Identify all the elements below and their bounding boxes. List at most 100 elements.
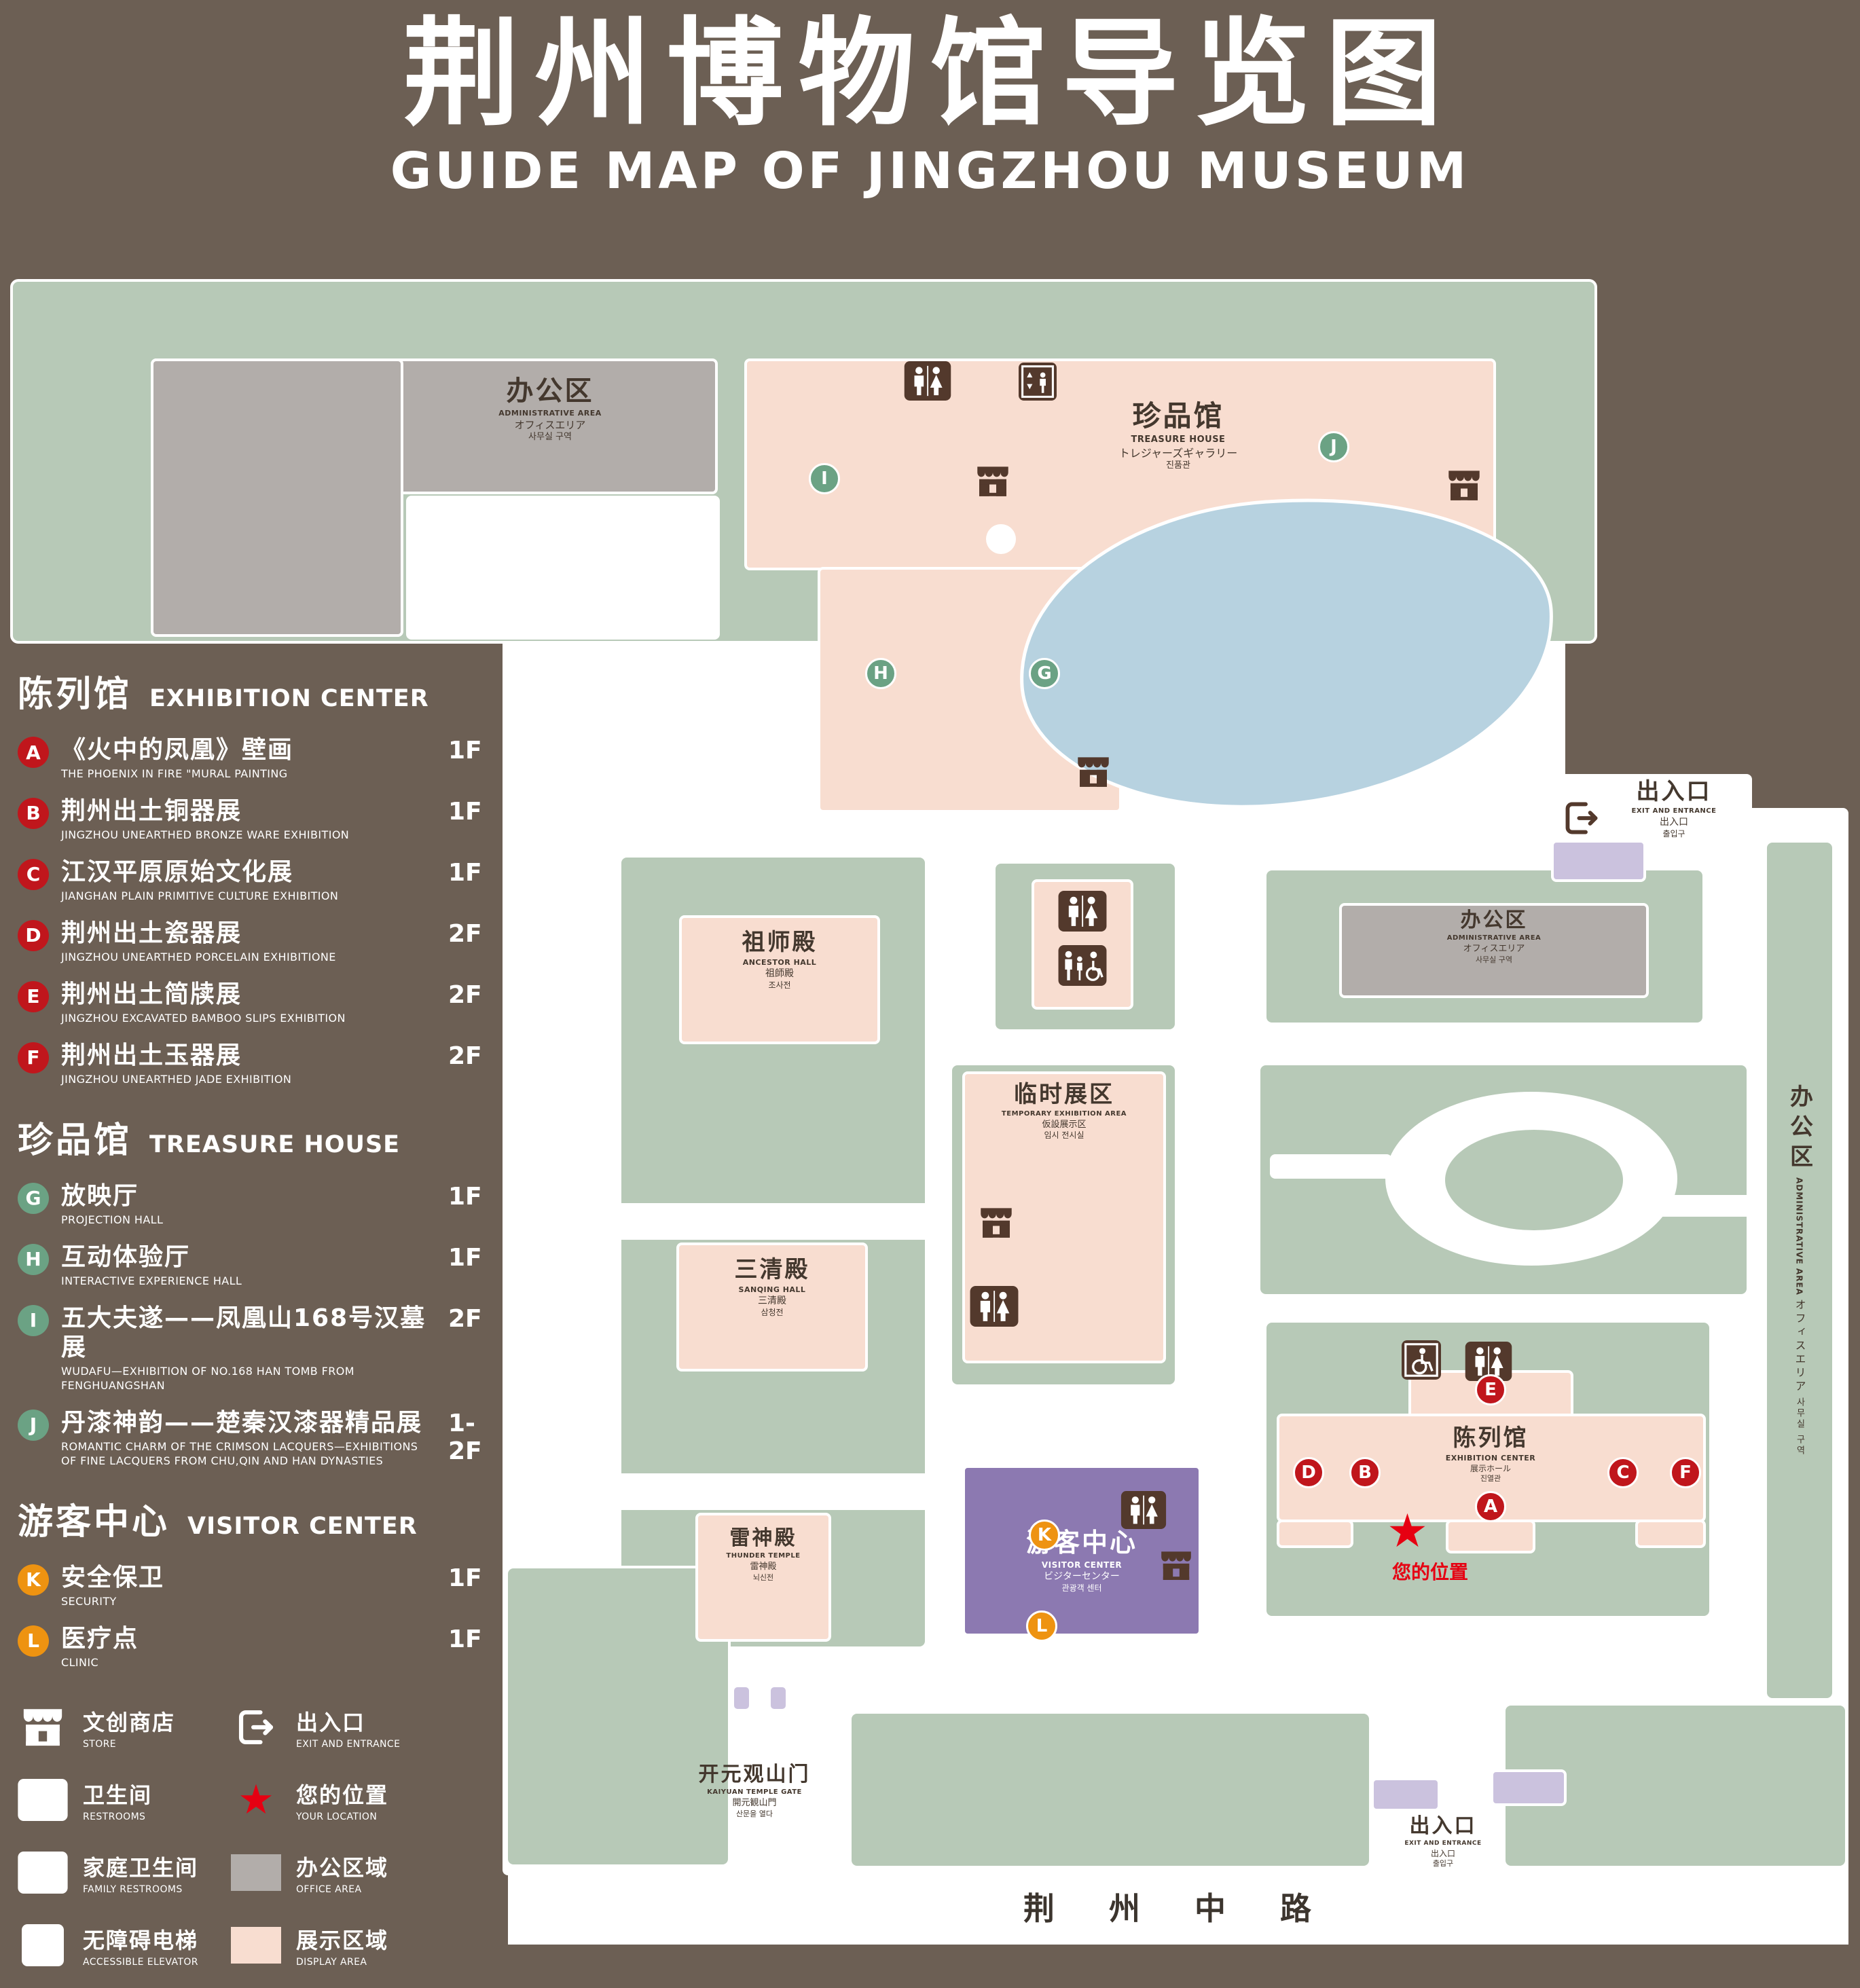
en-text: ANCESTOR HALL [742,957,817,967]
map-marker-f: F [1670,1457,1701,1488]
marker-k-badge: K [18,1564,49,1596]
section-heading: 珍品馆 TREASURE HOUSE [18,1111,507,1162]
north-band-courtyard [406,496,720,640]
family-restroom-icon [18,1852,68,1894]
item-name-cn: 五大夫遂——凤凰山168号汉墓展 [61,1304,426,1362]
store-icon [1156,1549,1196,1582]
item-floor: 2F [448,980,482,1009]
legend-cn: 家庭卫生间 [83,1854,199,1881]
legend-text: 无障碍电梯 ACCESSIBLE ELEVATOR [83,1923,198,1968]
cn-text: 办公区 [506,375,594,407]
section-title-cn: 游客中心 [18,1501,170,1543]
kr-text: 출입구 [1432,1859,1454,1869]
east-strip-green [1764,840,1835,1701]
legend-item-i: I 五大夫遂——凤凰山168号汉墓展 WUDAFU—EXHIBITION OF … [18,1304,507,1393]
item-name-en: JIANGHAN PLAIN PRIMITIVE CULTURE EXHIBIT… [61,889,339,903]
item-name-cn: 互动体验厅 [61,1242,191,1271]
item-name-cn: 《火中的凤凰》壁画 [61,736,294,764]
item-name-en: THE PHOENIX IN FIRE "MURAL PAINTING [61,767,288,781]
item-name-en: JINGZHOU UNEARTHED JADE EXHIBITION [61,1073,292,1086]
kr-text: 관광객 센터 [1061,1583,1102,1593]
garden-path-east [1657,1195,1752,1217]
en-text: SANQING HALL [738,1285,806,1294]
admin-east-strip-label: 办公区 ADMINISTRATIVE AREA オフィスエリア 사무실 구역 [1764,840,1835,1701]
legend-family-restroom: 家庭卫生间 FAMILY RESTROOMS [18,1851,221,1895]
your-location-star: ★ [1387,1505,1428,1558]
item-text: 放映厅 PROJECTION HALL [61,1181,436,1228]
vertical-text: 办公区 ADMINISTRATIVE AREA オフィスエリア 사무실 구역 [1781,1084,1819,1456]
thunder-temple-building [695,1513,831,1642]
item-name-cn: 荆州出土简牍展 [61,980,242,1008]
item-floor: 2F [448,919,482,948]
legend-cn: 无障碍电梯 [83,1927,199,1953]
exhibition-center-stub-west [1277,1520,1353,1548]
kr-text: 사무실 구역 [1794,1397,1805,1457]
cn-text: 三清殿 [734,1256,810,1283]
map-marker-g: G [1029,658,1060,689]
item-name-cn: 放映厅 [61,1181,139,1210]
accessible-elevator-icon [18,1924,68,1966]
ja-text: ビジターセンター [1044,1570,1120,1582]
your-location-label: 您的位置 [1391,1561,1468,1583]
en-text: VISITOR CENTER [1041,1560,1123,1570]
item-floor: 1F [448,858,482,887]
legend-accessible-elevator: 无障碍电梯 ACCESSIBLE ELEVATOR [18,1923,221,1968]
item-name-cn: 安全保卫 [61,1563,165,1591]
east-exit-label: 出入口 EXIT AND ENTRANCE 出入口 출입구 [1603,778,1745,839]
pond-deck [986,524,1016,554]
legend-cn: 展示区域 [296,1927,389,1953]
page-subtitle: GUIDE MAP OF JINGZHOU MUSEUM [390,142,1470,201]
exit-icon [1562,798,1601,838]
garden-path-west [1270,1154,1392,1179]
kr-text: 진열관 [1480,1474,1501,1484]
cn-text: 办公区 [1460,908,1528,932]
ancestor-hall-building [679,915,880,1044]
family-restroom-icon [1057,945,1108,986]
map-marker-j: J [1318,431,1349,462]
item-text: 荆州出土简牍展 JINGZHOU EXCAVATED BAMBOO SLIPS … [61,980,436,1026]
en-text: KAIYUAN TEMPLE GATE [707,1788,802,1796]
legend-en: YOUR LOCATION [296,1811,378,1822]
legend-item-h: H 互动体验厅 INTERACTIVE EXPERIENCE HALL 1F [18,1242,507,1289]
exhibition-center-label: 陈列馆 EXHIBITION CENTER 展示ホール 진열관 [1385,1424,1596,1484]
legend-en: ACCESSIBLE ELEVATOR [83,1956,198,1968]
south-middle-green [849,1711,1372,1869]
south-exit-label: 出入口 EXIT AND ENTRANCE 出入口 출입구 [1379,1814,1508,1868]
legend-cn: 卫生间 [83,1782,153,1808]
marker-a-badge: A [18,737,49,768]
en-text: ADMINISTRATIVE AREA [1446,934,1542,942]
item-text: 安全保卫 SECURITY [61,1563,436,1609]
item-floor: 1F [448,1564,482,1592]
marker-c-badge: C [18,858,49,890]
marker-b-badge: B [18,797,49,829]
en-text: EXIT AND ENTRANCE [1404,1840,1482,1847]
item-name-en: JINGZHOU UNEARTHED PORCELAIN EXHIBITIONE [61,951,336,964]
item-floor: 2F [448,1042,482,1070]
item-name-en: CLINIC [61,1655,99,1669]
ja-text: 雷神殿 [750,1562,777,1572]
icon-legend: 文创商店 STORE 出入口 EXIT AND ENTRANCE 卫生间 RES… [18,1706,507,1988]
cn-text: 雷神殿 [729,1526,797,1550]
en-text: TEMPORARY EXHIBITION AREA [1001,1109,1127,1118]
gate-label: 开元观山门 KAIYUAN TEMPLE GATE 開元観山門 산문을 열다 [665,1763,843,1818]
ja-text: 開元観山門 [732,1798,777,1808]
kr-text: 삼청전 [761,1307,784,1317]
kr-text: 조사전 [768,980,791,990]
ja-text: オフィスエリア [1463,944,1525,954]
map-marker-i: I [809,463,840,494]
item-text: 江汉平原原始文化展 JIANGHAN PLAIN PRIMITIVE CULTU… [61,858,436,904]
south-entrance-building-west [1371,1778,1440,1811]
en-text: THUNDER TEMPLE [726,1552,801,1560]
east-entrance-building [1551,840,1646,882]
road: 荆 州 中 路 [508,1869,1848,1945]
map-marker-b: B [1349,1457,1381,1488]
legend-cn: 办公区域 [296,1854,389,1881]
office-area-swatch [231,1852,281,1894]
item-text: 五大夫遂——凤凰山168号汉墓展 WUDAFU—EXHIBITION OF NO… [61,1304,436,1393]
admin-east-building [1339,903,1649,998]
legend-exit: 出入口 EXIT AND ENTRANCE [231,1706,507,1750]
item-name-en: JINGZHOU UNEARTHED BRONZE WARE EXHIBITIO… [61,828,350,842]
cn-text: 临时展区 [1014,1081,1114,1108]
